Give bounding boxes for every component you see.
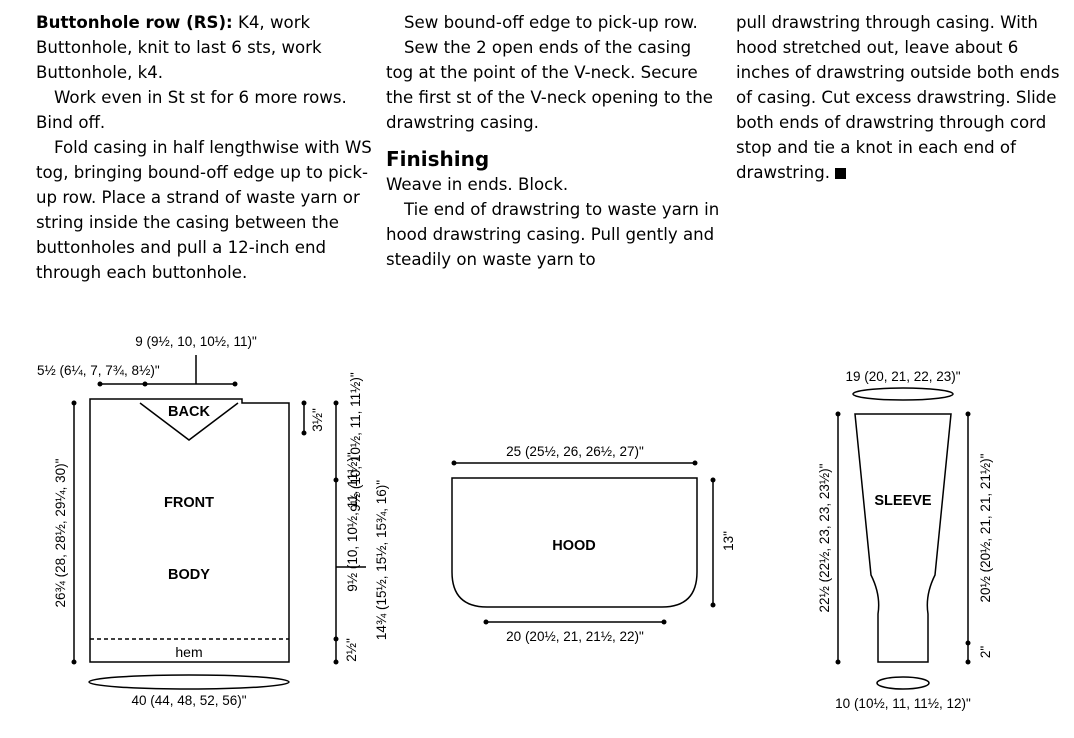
dim-dot bbox=[965, 640, 971, 646]
body-outline bbox=[89, 398, 290, 663]
dim-dot bbox=[661, 619, 667, 625]
column-1: Buttonhole row (RS): K4, work Buttonhole… bbox=[36, 10, 372, 285]
hood-top-width-label: 25 (25½, 26, 26½, 27)" bbox=[506, 444, 644, 459]
sleeve-outline bbox=[854, 413, 952, 663]
upper-length-label: 9½ (10, 10½, 11, 11½)" bbox=[348, 372, 363, 512]
buttonhole-row-text: K4, work Buttonhole, knit to last 6 sts,… bbox=[36, 13, 322, 82]
dim-dot bbox=[483, 619, 489, 625]
hood-schematic bbox=[451, 460, 716, 625]
pull-drawstring-paragraph: pull drawstring through casing. With hoo… bbox=[736, 10, 1072, 185]
hood-height-label: 13" bbox=[721, 531, 736, 551]
sleeve-length-label: 22½ (22½, 23, 23, 23½)" bbox=[817, 463, 832, 612]
tie-drawstring-paragraph: Tie end of drawstring to waste yarn in h… bbox=[386, 200, 720, 269]
dim-dot bbox=[710, 602, 716, 608]
dim-dot bbox=[301, 400, 307, 406]
finishing-heading: Finishing bbox=[386, 147, 490, 171]
sleeve-cuff-label: 2" bbox=[978, 646, 993, 659]
column-3: pull drawstring through casing. With hoo… bbox=[736, 10, 1072, 185]
pull-drawstring-text: pull drawstring through casing. With hoo… bbox=[736, 13, 1060, 182]
back-label: BACK bbox=[168, 404, 210, 420]
end-mark-icon bbox=[835, 168, 847, 179]
dim-dot bbox=[333, 400, 339, 406]
body-label: BODY bbox=[168, 567, 210, 583]
dim-dot bbox=[301, 430, 307, 436]
column-2: Sew bound-off edge to pick-up row. Sew t… bbox=[386, 10, 722, 272]
body-schematic bbox=[71, 355, 366, 690]
body-neck-v bbox=[139, 402, 239, 441]
dim-dot bbox=[333, 659, 339, 665]
weave-ends-paragraph: Weave in ends. Block. bbox=[386, 175, 569, 194]
lower-length-label: 14¾ (15½, 15½, 15¾, 16)" bbox=[374, 480, 389, 640]
armhole-to-hem-label: 9½ (10, 10½, 11, 11½)" bbox=[345, 452, 360, 592]
sleeve-label: SLEEVE bbox=[874, 493, 932, 509]
neck-width-label: 9 (9½, 10, 10½, 11)" bbox=[135, 334, 257, 349]
neck-depth-label: 3½" bbox=[310, 408, 325, 432]
buttonhole-row-paragraph: Buttonhole row (RS): K4, work Buttonhole… bbox=[36, 10, 372, 85]
body-circumference-label: 40 (44, 48, 52, 56)" bbox=[131, 693, 246, 708]
dim-dot bbox=[71, 659, 77, 665]
sleeve-schematic bbox=[835, 387, 971, 690]
work-even-paragraph: Work even in St st for 6 more rows. Bind… bbox=[36, 88, 347, 132]
hood-bottom-width-label: 20 (20½, 21, 21½, 22)" bbox=[506, 629, 644, 644]
dim-dot bbox=[965, 659, 971, 665]
dim-dot bbox=[142, 381, 148, 387]
sleeve-upper-length-label: 20½ (20½, 21, 21, 21½)" bbox=[978, 453, 993, 602]
sleeve-top-ellipse bbox=[852, 387, 954, 401]
dim-dot bbox=[692, 460, 698, 466]
body-circumference-ellipse bbox=[88, 674, 290, 690]
dim-dot bbox=[333, 477, 339, 483]
dim-dot bbox=[232, 381, 238, 387]
dim-dot bbox=[710, 477, 716, 483]
dim-dot bbox=[835, 411, 841, 417]
sleeve-top-label: 19 (20, 21, 22, 23)" bbox=[845, 369, 960, 384]
hem-depth-label: 2½" bbox=[344, 638, 359, 662]
dim-dot bbox=[965, 411, 971, 417]
sew-open-ends-paragraph: Sew the 2 open ends of the casing tog at… bbox=[386, 38, 714, 132]
sleeve-cuff-ellipse bbox=[876, 676, 930, 690]
body-length-label: 26¾ (28, 28½, 29¼, 30)" bbox=[53, 458, 68, 607]
dim-dot bbox=[333, 636, 339, 642]
hood-label: HOOD bbox=[552, 538, 596, 554]
buttonhole-row-label: Buttonhole row (RS): bbox=[36, 13, 233, 32]
shoulder-width-label: 5½ (6¼, 7, 7¾, 8½)" bbox=[37, 363, 160, 378]
hood-outline bbox=[451, 477, 698, 608]
dim-dot bbox=[71, 400, 77, 406]
dim-dot bbox=[451, 460, 457, 466]
dim-dot bbox=[835, 659, 841, 665]
dim-dot bbox=[97, 381, 103, 387]
sew-bound-off-paragraph: Sew bound-off edge to pick-up row. bbox=[404, 13, 698, 32]
hem-label: hem bbox=[175, 644, 202, 660]
front-label: FRONT bbox=[164, 495, 214, 511]
sleeve-bottom-label: 10 (10½, 11, 11½, 12)" bbox=[835, 696, 971, 711]
fold-casing-paragraph: Fold casing in half lengthwise with WS t… bbox=[36, 138, 372, 282]
